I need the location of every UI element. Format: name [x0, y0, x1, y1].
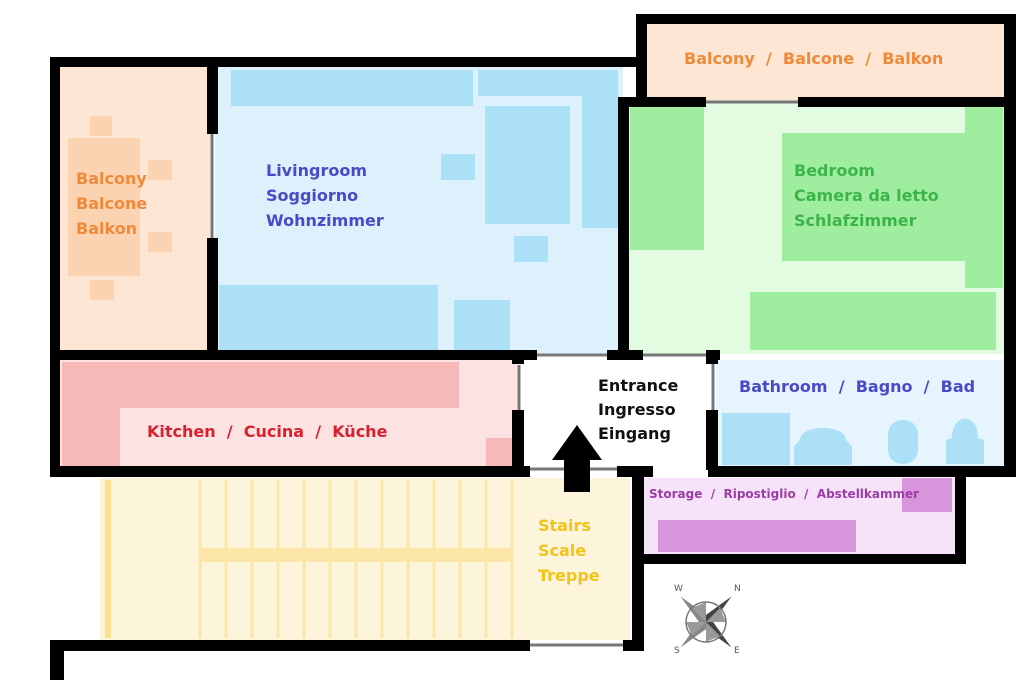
- bathroom-label: Bathroom / Bagno / Bad: [739, 377, 976, 396]
- livingroom-label: Livingroom Soggiorno Wohnzimmer: [266, 163, 384, 238]
- storage-label: Storage / Ripostiglio / Abstellkammer: [649, 487, 920, 501]
- balcony-left-line-en: Balcony: [76, 169, 147, 188]
- entrance-line-it: Ingresso: [598, 400, 676, 419]
- compass-east-label: E: [734, 646, 740, 656]
- bathtub-icon: [722, 413, 790, 465]
- livingroom-line-en: Livingroom: [266, 161, 367, 180]
- storage-shelves: [658, 478, 952, 552]
- sink-icon: [794, 428, 852, 465]
- stairs-line-de: Treppe: [538, 566, 600, 585]
- stairs-line-en: Stairs: [538, 516, 591, 535]
- entrance-label: Entrance Ingresso Eingang: [598, 378, 678, 450]
- bedroom-line-it: Camera da letto: [794, 186, 939, 205]
- balcony-left-line-it: Balcone: [76, 194, 148, 213]
- compass-rose-icon: [680, 596, 732, 648]
- livingroom-line-it: Soggiorno: [266, 186, 359, 205]
- entrance-arrow-icon: [552, 425, 602, 492]
- balcony-left-furniture: [68, 116, 172, 300]
- entrance-line-de: Eingang: [598, 424, 671, 443]
- door-openings: [210, 100, 798, 647]
- bedroom-line-de: Schlafzimmer: [794, 211, 917, 230]
- stairs-label: Stairs Scale Treppe: [538, 518, 600, 593]
- entrance-floor: [522, 360, 710, 468]
- toilet-icon: [946, 418, 984, 464]
- kitchen-label: Kitchen / Cucina / Küche: [147, 422, 388, 441]
- entrance-line-en: Entrance: [598, 376, 679, 395]
- bedroom-line-en: Bedroom: [794, 161, 876, 180]
- kitchen-counter: [62, 362, 512, 466]
- compass-north-label: N: [734, 584, 741, 594]
- stairs-line-it: Scale: [538, 541, 587, 560]
- compass-south-label: S: [674, 646, 680, 656]
- walls: [50, 14, 1016, 680]
- bedroom-furniture: [630, 106, 1003, 350]
- livingroom-line-de: Wohnzimmer: [266, 211, 384, 230]
- stairs-steps: [105, 480, 514, 638]
- bedroom-label: Bedroom Camera da letto Schlafzimmer: [794, 163, 939, 238]
- livingroom-furniture: [219, 70, 618, 351]
- balcony-left-label: Balcony Balcone Balkon: [76, 171, 147, 246]
- compass-west-label: W: [674, 584, 683, 594]
- toilet-tank-icon: [888, 420, 918, 464]
- balcony-left-line-de: Balkon: [76, 219, 138, 238]
- balcony-top-floor: [646, 24, 1004, 100]
- balcony-top-label: Balcony / Balcone / Balkon: [684, 49, 944, 68]
